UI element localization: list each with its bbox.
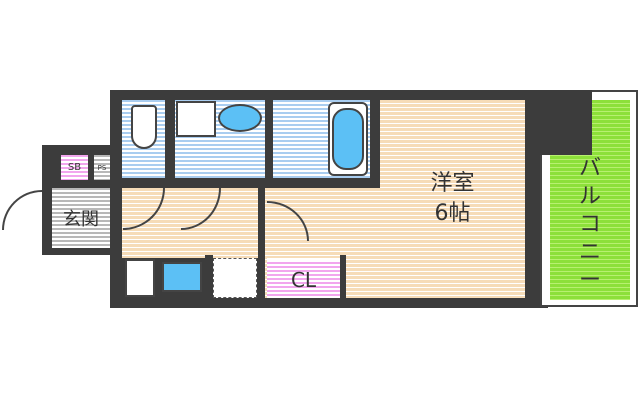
western-room-name: 洋室 xyxy=(430,171,475,196)
kitchen-divider xyxy=(205,255,213,300)
refrigerator-space xyxy=(213,258,257,298)
bath-room-wall xyxy=(370,90,380,188)
entrance: 玄関 xyxy=(52,188,110,248)
pipe-space: PS xyxy=(94,155,110,180)
kitchen-sink-icon xyxy=(162,262,202,292)
stove-icon xyxy=(125,259,155,297)
washing-machine-icon xyxy=(176,101,216,137)
kitchen-wall xyxy=(258,188,265,298)
closet-label: CL xyxy=(290,268,317,292)
balcony: バルコニー xyxy=(550,100,630,300)
washbasin-icon xyxy=(218,104,262,132)
western-room-size: 6帖 xyxy=(434,201,471,226)
pillar xyxy=(525,90,592,155)
western-room: 洋室 6帖 xyxy=(380,100,525,298)
front-door[interactable] xyxy=(2,190,42,230)
shoebox-label: SB xyxy=(67,162,82,173)
closet: CL xyxy=(267,258,340,298)
bathtub-icon xyxy=(332,108,364,170)
pipe-space-label: PS xyxy=(97,163,107,172)
entrance-label: 玄関 xyxy=(63,209,99,230)
balcony-label: バルコニー xyxy=(578,156,601,293)
toilet-icon xyxy=(131,105,157,149)
closet-wall xyxy=(340,255,346,300)
shoebox: SB xyxy=(61,155,88,180)
